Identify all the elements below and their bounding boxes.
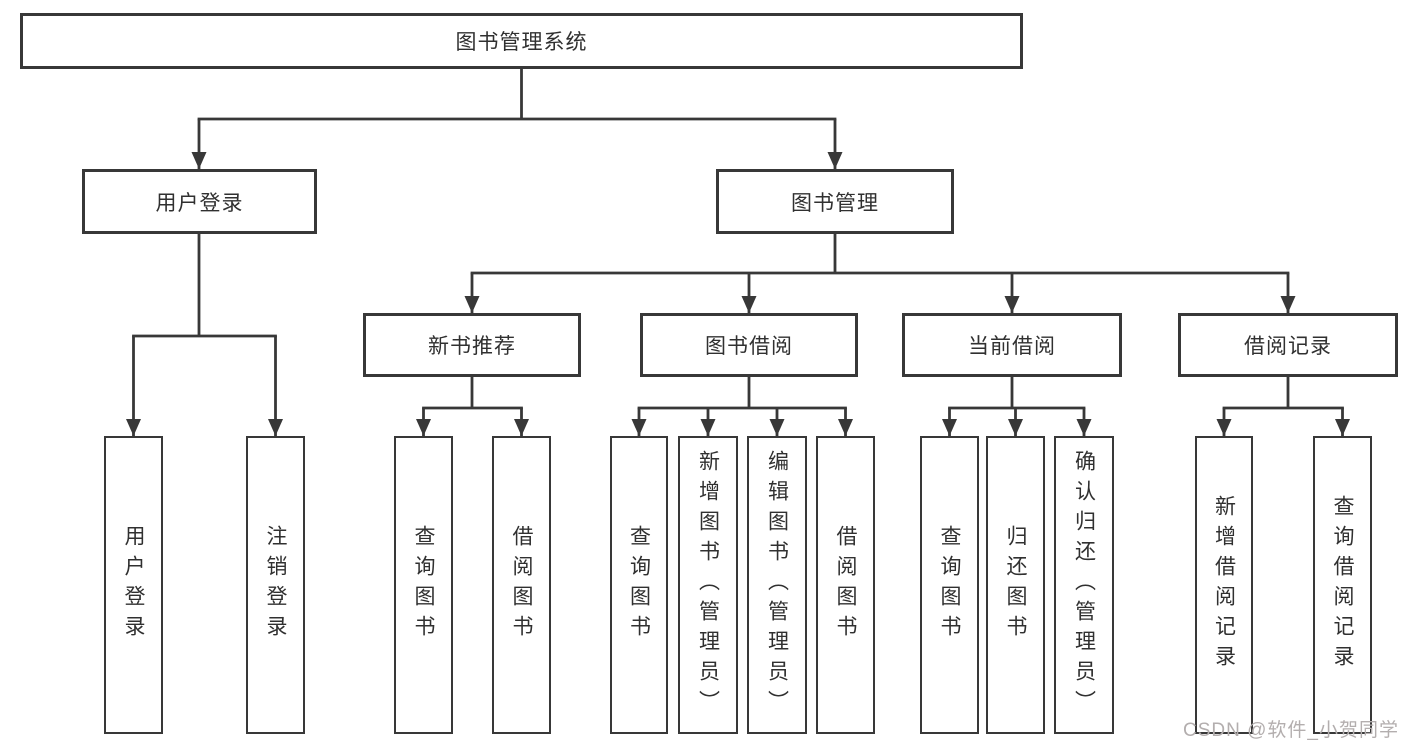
node-borrowing-records-label: 借阅记录	[1244, 335, 1332, 358]
leaf-add-books-admin-label: 新增图书（管理员）	[696, 450, 720, 720]
leaf-add-books-admin: 新增图书（管理员）	[678, 436, 738, 734]
node-current-borrowing: 当前借阅	[902, 313, 1122, 377]
leaf-add-borrow-record: 新增借阅记录	[1195, 436, 1253, 734]
leaf-logout: 注销登录	[246, 436, 305, 734]
node-borrowing-records: 借阅记录	[1178, 313, 1398, 377]
node-user-login: 用户登录	[82, 169, 317, 234]
node-book-borrowing: 图书借阅	[640, 313, 858, 377]
node-book-management-label: 图书管理	[791, 191, 879, 215]
leaf-add-borrow-record-label: 新增借阅记录	[1212, 495, 1236, 675]
node-root: 图书管理系统	[20, 13, 1023, 69]
leaf-confirm-return-admin: 确认归还（管理员）	[1054, 436, 1114, 734]
node-current-borrowing-label: 当前借阅	[968, 335, 1056, 358]
node-root-label: 图书管理系统	[455, 31, 588, 54]
leaf-edit-books-admin: 编辑图书（管理员）	[747, 436, 807, 734]
node-new-book-recommend: 新书推荐	[363, 313, 581, 377]
leaf-query-borrow-record-label: 查询借阅记录	[1331, 495, 1354, 675]
csdn-watermark: CSDN @软件_小贺同学	[1183, 720, 1399, 741]
leaf-edit-books-admin-label: 编辑图书（管理员）	[765, 450, 789, 720]
leaf-borrow-books-recommend: 借阅图书	[492, 436, 551, 734]
leaf-user-login: 用户登录	[104, 436, 163, 734]
leaf-confirm-return-admin-label: 确认归还（管理员）	[1072, 450, 1096, 720]
node-book-management: 图书管理	[716, 169, 954, 234]
leaf-logout-label: 注销登录	[264, 525, 287, 645]
leaf-query-books-recommend-label: 查询图书	[412, 525, 435, 645]
leaf-return-books-label: 归还图书	[1004, 525, 1027, 645]
leaf-query-books-current: 查询图书	[920, 436, 979, 734]
leaf-borrow-books-label: 借阅图书	[834, 525, 857, 645]
leaf-return-books: 归还图书	[986, 436, 1045, 734]
leaf-query-books-current-label: 查询图书	[938, 525, 961, 645]
leaf-query-borrow-record: 查询借阅记录	[1313, 436, 1372, 734]
leaf-query-books-recommend: 查询图书	[394, 436, 453, 734]
node-user-login-label: 用户登录	[155, 191, 244, 215]
node-new-book-recommend-label: 新书推荐	[428, 335, 516, 358]
leaf-borrow-books-recommend-label: 借阅图书	[510, 525, 533, 645]
leaf-query-books-borrow: 查询图书	[610, 436, 668, 734]
node-book-borrowing-label: 图书借阅	[705, 335, 793, 358]
leaf-query-books-borrow-label: 查询图书	[627, 525, 651, 645]
leaf-user-login-label: 用户登录	[122, 525, 145, 645]
leaf-borrow-books: 借阅图书	[816, 436, 875, 734]
